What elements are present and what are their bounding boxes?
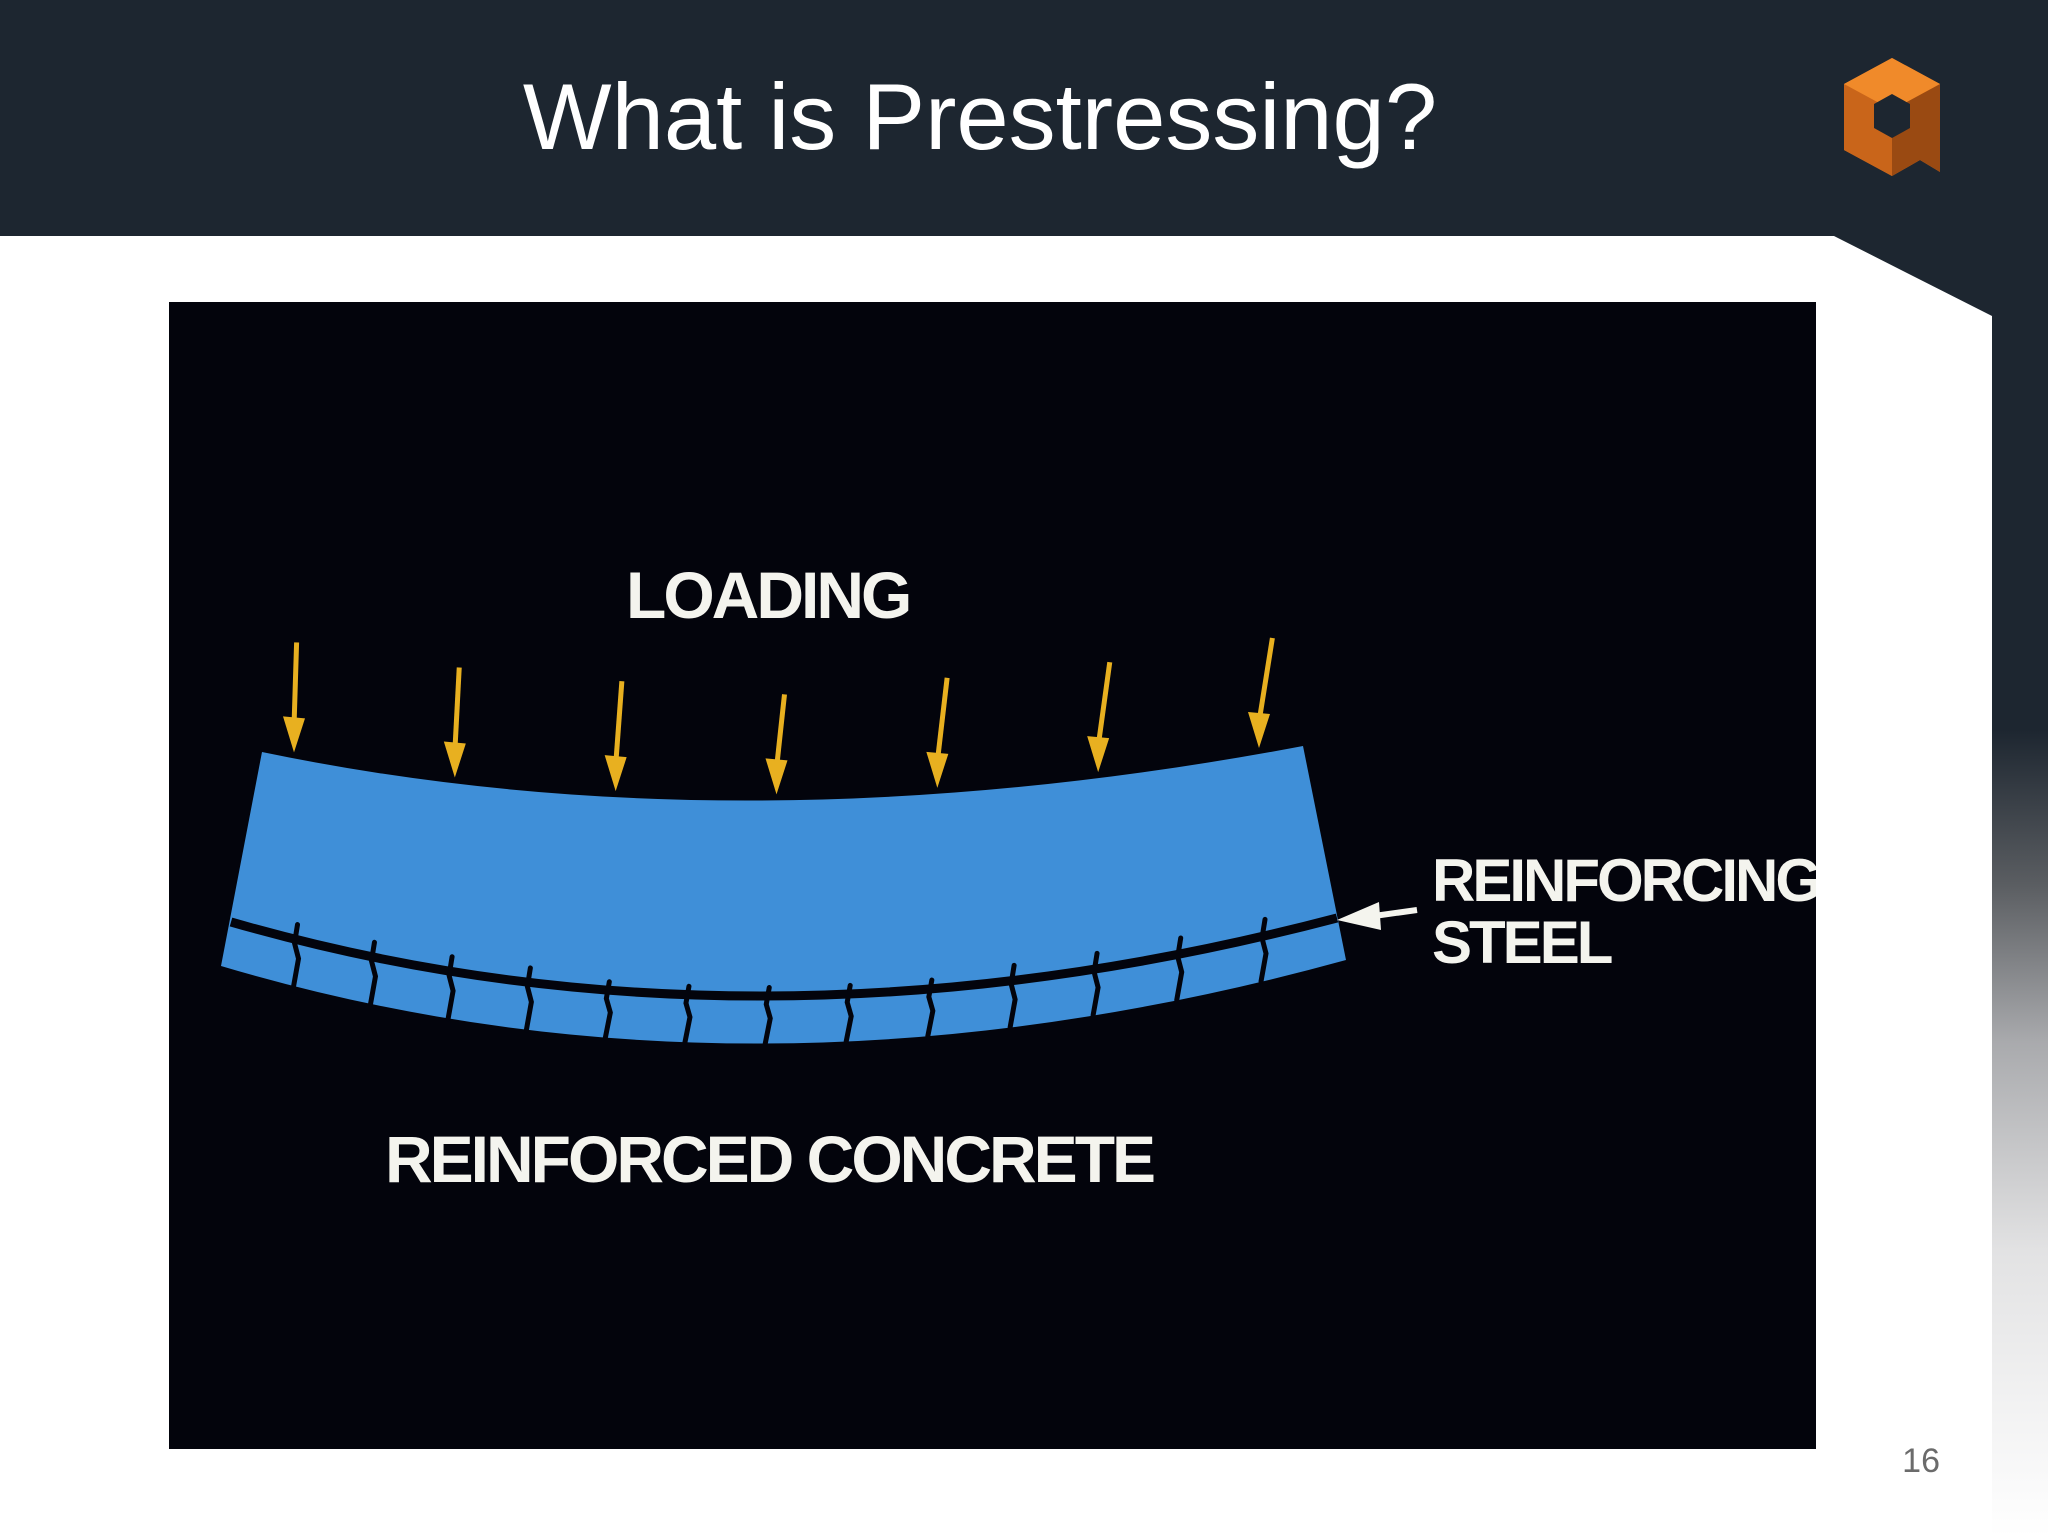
arrow-down-icon bbox=[283, 642, 305, 753]
arrow-down-icon bbox=[443, 667, 466, 778]
load-arrow-group bbox=[283, 637, 1275, 795]
hexagon-cube-logo-icon bbox=[1844, 58, 1940, 176]
crack bbox=[1174, 935, 1185, 1003]
reinforcing-steel-label-line1: REINFORCING bbox=[1432, 847, 1816, 914]
crack bbox=[1007, 962, 1018, 1030]
reinforcing-steel-bar bbox=[229, 913, 1339, 1001]
arrow-down-icon bbox=[926, 677, 950, 788]
reinforcing-steel-label-line2: STEEL bbox=[1432, 909, 1613, 976]
arrow-left-icon bbox=[1337, 902, 1418, 930]
reinforced-concrete-label: REINFORCED CONCRETE bbox=[385, 1122, 1156, 1196]
crack bbox=[291, 922, 302, 990]
arrow-down-icon bbox=[1248, 637, 1275, 749]
slide-title: What is Prestressing? bbox=[522, 64, 1438, 169]
arrow-down-icon bbox=[765, 694, 788, 795]
crack bbox=[367, 939, 379, 1007]
crack bbox=[445, 954, 456, 1022]
beam-diagram-drawing bbox=[221, 637, 1418, 1046]
page-number: 16 bbox=[1902, 1442, 1940, 1480]
crack bbox=[1090, 950, 1101, 1018]
arrow-down-icon bbox=[604, 680, 627, 792]
crack bbox=[1258, 916, 1269, 984]
header-bar bbox=[0, 0, 2048, 236]
loading-label: LOADING bbox=[626, 558, 912, 632]
beam-diagram: LOADING REINFORCING STEEL REINFORCED CON… bbox=[169, 302, 1816, 1449]
arrow-down-icon bbox=[1087, 661, 1113, 773]
reinforcing-steel-label: REINFORCING STEEL bbox=[1432, 850, 1816, 974]
crack bbox=[523, 965, 534, 1033]
crack-group bbox=[291, 916, 1269, 1046]
